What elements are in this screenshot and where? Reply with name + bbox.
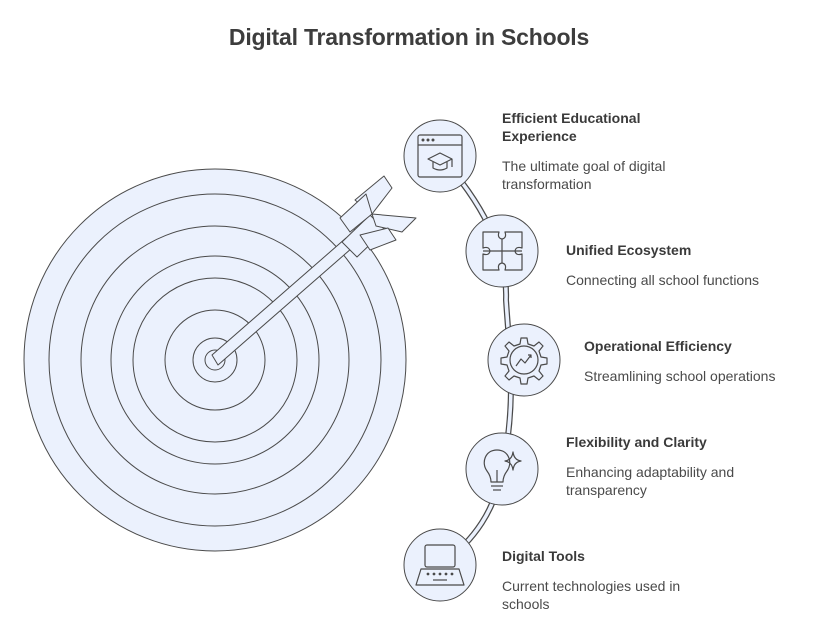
- arrow-icon: [211, 175, 417, 366]
- arrow-feather-mid: [339, 193, 373, 233]
- step-5-title: Digital Tools: [502, 548, 585, 564]
- step-circle-3: [487, 323, 561, 397]
- puzzle-icon: [482, 231, 523, 271]
- step-circle-4: [465, 432, 539, 506]
- step-4-title: Flexibility and Clarity: [566, 434, 707, 450]
- step-5-description: Current technologies used in schools: [502, 578, 681, 612]
- gear-chart-icon: [500, 337, 548, 385]
- step-2-title: Unified Ecosystem: [566, 242, 692, 258]
- step-4: Flexibility and Clarity Enhancing adapta…: [566, 433, 766, 499]
- step-1-description: The ultimate goal of digital transformat…: [502, 158, 666, 192]
- step-3-description: Streamlining school operations: [584, 368, 776, 384]
- arrow-feather-low: [359, 227, 397, 251]
- lightbulb-sparkle-icon: [483, 449, 522, 491]
- step-5: Digital Tools Current technologies used …: [502, 547, 712, 613]
- step-2: Unified Ecosystem Connecting all school …: [566, 241, 806, 289]
- arrow-feather-lower: [371, 213, 417, 233]
- step-3-title: Operational Efficiency: [584, 338, 732, 354]
- step-1: Efficient Educational Experience The ult…: [502, 109, 702, 193]
- step-circle-5: [403, 528, 477, 602]
- step-1-title: Efficient Educational Experience: [502, 110, 641, 144]
- step-circle-1: [403, 119, 477, 193]
- laptop-icon: [415, 544, 465, 586]
- graduation-cap-browser-icon: [417, 134, 463, 178]
- step-3: Operational Efficiency Streamlining scho…: [584, 337, 814, 385]
- step-4-description: Enhancing adaptability and transparency: [566, 464, 735, 498]
- page-title: Digital Transformation in Schools: [228, 24, 590, 50]
- step-2-description: Connecting all school functions: [566, 272, 760, 288]
